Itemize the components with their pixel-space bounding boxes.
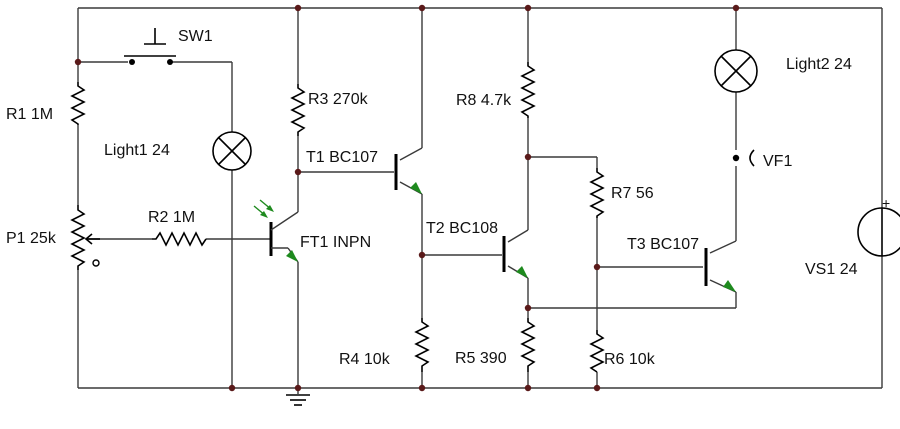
- light2-lamp: [714, 49, 758, 93]
- junction-dot: [524, 384, 532, 392]
- ground-icon: [286, 394, 310, 406]
- r6-resistor: [589, 330, 605, 373]
- sw1-switch: [124, 28, 176, 65]
- r6-label: R6 10k: [604, 351, 656, 368]
- r2-resistor: [152, 231, 207, 247]
- junction-dot: [228, 384, 236, 392]
- r7-resistor: [589, 168, 605, 218]
- junction-dot: [294, 384, 302, 392]
- junction-dot: [418, 384, 426, 392]
- junction-dot: [593, 263, 601, 271]
- p1-potentiometer: [70, 205, 100, 270]
- ft1-phototransistor: [253, 199, 299, 262]
- junction-dot: [732, 4, 740, 12]
- wires: [77, 7, 883, 394]
- t3-label: T3 BC107: [627, 236, 699, 253]
- component-labels: SW1 R1 1M Light1 24 P1 25k R2 1M FT1 INP…: [6, 28, 890, 368]
- light1-lamp: [212, 131, 252, 171]
- junction-dot: [524, 4, 532, 12]
- vs1-voltage-source: [857, 207, 900, 257]
- junction-dot: [74, 58, 82, 66]
- t1-transistor: [394, 154, 422, 194]
- junction-dot: [418, 251, 426, 259]
- junction-dot: [524, 153, 532, 161]
- junction-dots: [74, 4, 740, 392]
- junction-dot: [593, 384, 601, 392]
- vf1-label: VF1: [763, 153, 792, 170]
- r8-resistor: [520, 62, 536, 118]
- vs1-label: VS1 24: [805, 261, 858, 278]
- r3-label: R3 270k: [308, 91, 369, 108]
- r1-label: R1 1M: [6, 106, 53, 123]
- r2-label: R2 1M: [148, 209, 195, 226]
- t3-transistor: [704, 248, 736, 292]
- r1-resistor: [70, 82, 86, 125]
- r5-label: R5 390: [455, 350, 507, 367]
- junction-dot: [294, 4, 302, 12]
- vf1-component: [732, 149, 755, 167]
- junction-dot: [524, 304, 532, 312]
- light1-label: Light1 24: [104, 142, 170, 159]
- sw1-label: SW1: [178, 28, 213, 45]
- r7-label: R7 56: [611, 185, 654, 202]
- r4-label: R4 10k: [339, 351, 391, 368]
- t1-label: T1 BC107: [306, 149, 378, 166]
- light2-label: Light2 24: [786, 56, 852, 73]
- ft1-label: FT1 INPN: [300, 234, 371, 251]
- vs1-plus-label: +: [882, 195, 890, 211]
- r5-resistor: [520, 318, 536, 372]
- junction-dot: [294, 168, 302, 176]
- t2-transistor: [502, 236, 528, 278]
- t2-label: T2 BC108: [426, 220, 498, 237]
- r8-label: R8 4.7k: [456, 92, 512, 109]
- r3-resistor: [290, 84, 306, 136]
- p1-label: P1 25k: [6, 230, 57, 247]
- junction-dot: [418, 4, 426, 12]
- r4-resistor: [414, 318, 430, 372]
